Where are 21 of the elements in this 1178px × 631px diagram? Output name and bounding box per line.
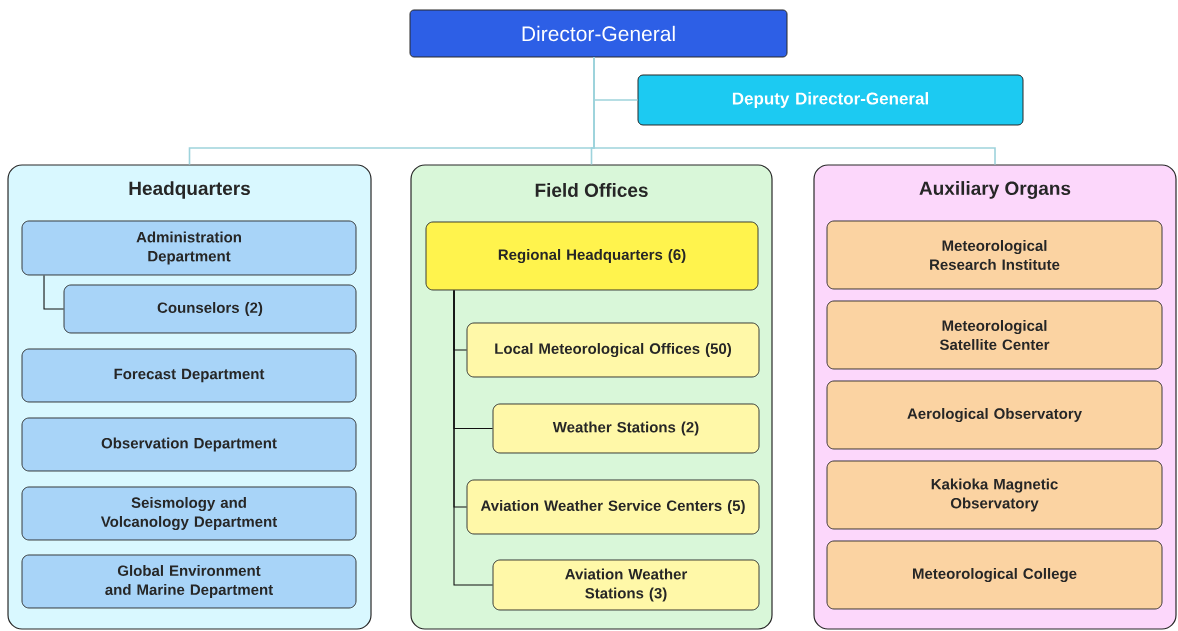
organ-box: Kakioka Magnetic Observatory: [826, 460, 1163, 530]
department-box: Seismology and Volcanology Department: [21, 486, 357, 541]
deputy-box: Deputy Director-General: [637, 74, 1024, 126]
department-box: Administration Department: [21, 220, 357, 276]
organ-box: Meteorological Satellite Center: [826, 300, 1163, 370]
office-box: Weather Stations (2): [492, 403, 760, 454]
organ-box: Meteorological Research Institute: [826, 220, 1163, 290]
director-box: Director-General: [409, 9, 788, 58]
department-box: Forecast Department: [21, 348, 357, 403]
department-box: Global Environment and Marine Department: [21, 554, 357, 609]
connector-line: [593, 56, 996, 166]
department-box: Observation Department: [21, 417, 357, 472]
office-box: Regional Headquarters (6): [425, 221, 759, 291]
organ-box: Meteorological College: [826, 540, 1163, 610]
office-box: Aviation Weather Stations (3): [492, 559, 760, 611]
department-box: Counselors (2): [63, 284, 357, 334]
office-box: Local Meteorological Offices (50): [466, 322, 760, 378]
organ-box: Aerological Observatory: [826, 380, 1163, 450]
office-box: Aviation Weather Service Centers (5): [466, 479, 760, 535]
connector-line: [43, 274, 65, 310]
connector-line: [453, 289, 494, 586]
